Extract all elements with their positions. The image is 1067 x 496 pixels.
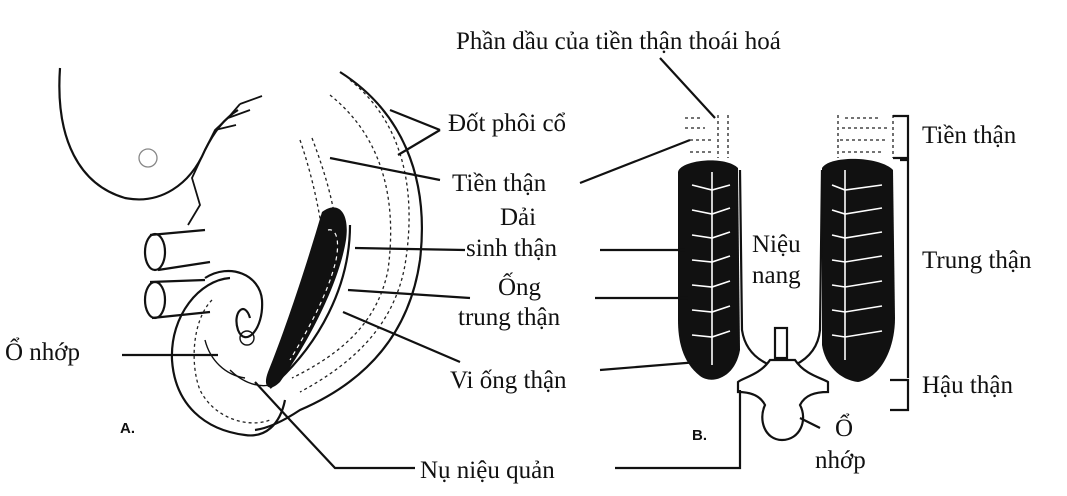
panel-b-leader-lines	[579, 57, 910, 470]
panel-a-leader-lines	[122, 108, 471, 470]
label-ureteric-bud: Nụ niệu quản	[420, 457, 555, 484]
label-pronephros-a: Tiền thận	[452, 170, 547, 197]
label-mesonephros: Trung thận	[922, 247, 1032, 274]
label-cloaca-b-line1: Ổ	[835, 413, 853, 442]
label-nephrogenic-cord-line1: Dải	[500, 204, 536, 231]
label-cervical-somites: Đốt phôi cổ	[448, 110, 566, 137]
label-panel-a: A.	[120, 420, 135, 437]
panel-b-kidneys	[678, 115, 895, 442]
label-allantois-line2: nang	[752, 262, 801, 289]
panel-a-embryo	[58, 67, 423, 437]
label-head-pronephros-degenerated: Phần dầu của tiền thận thoái hoá	[456, 28, 781, 55]
label-kidney-tubule: Vi ống thận	[450, 367, 567, 394]
label-panel-b: B.	[692, 427, 707, 444]
label-cloaca-a: Ổ nhớp	[5, 337, 80, 366]
label-mesonephric-duct-line1: Ống	[498, 272, 542, 301]
label-pronephros-b: Tiền thận	[922, 122, 1017, 149]
label-nephrogenic-cord-line2: sinh thận	[466, 235, 557, 262]
label-cloaca-b-line2: nhớp	[815, 447, 866, 474]
label-mesonephric-duct-line2: trung thận	[458, 304, 561, 331]
label-allantois-line1: Niệu	[752, 231, 801, 258]
label-metanephros: Hậu thận	[922, 372, 1013, 399]
